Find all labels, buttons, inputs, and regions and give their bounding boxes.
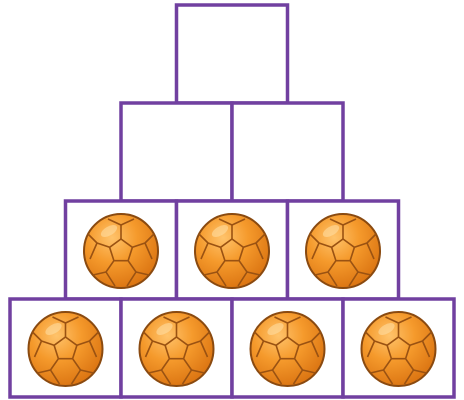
basketball-icon	[306, 214, 380, 288]
basketball-icon	[29, 312, 103, 386]
pyramid-cell	[121, 103, 232, 201]
basketball-icon	[140, 312, 214, 386]
pyramid-cell	[232, 103, 343, 201]
pyramid-cell	[177, 5, 288, 103]
basketball-icon	[251, 312, 325, 386]
basketball-icon	[84, 214, 158, 288]
basketball-icon	[362, 312, 436, 386]
basketball-icon	[195, 214, 269, 288]
